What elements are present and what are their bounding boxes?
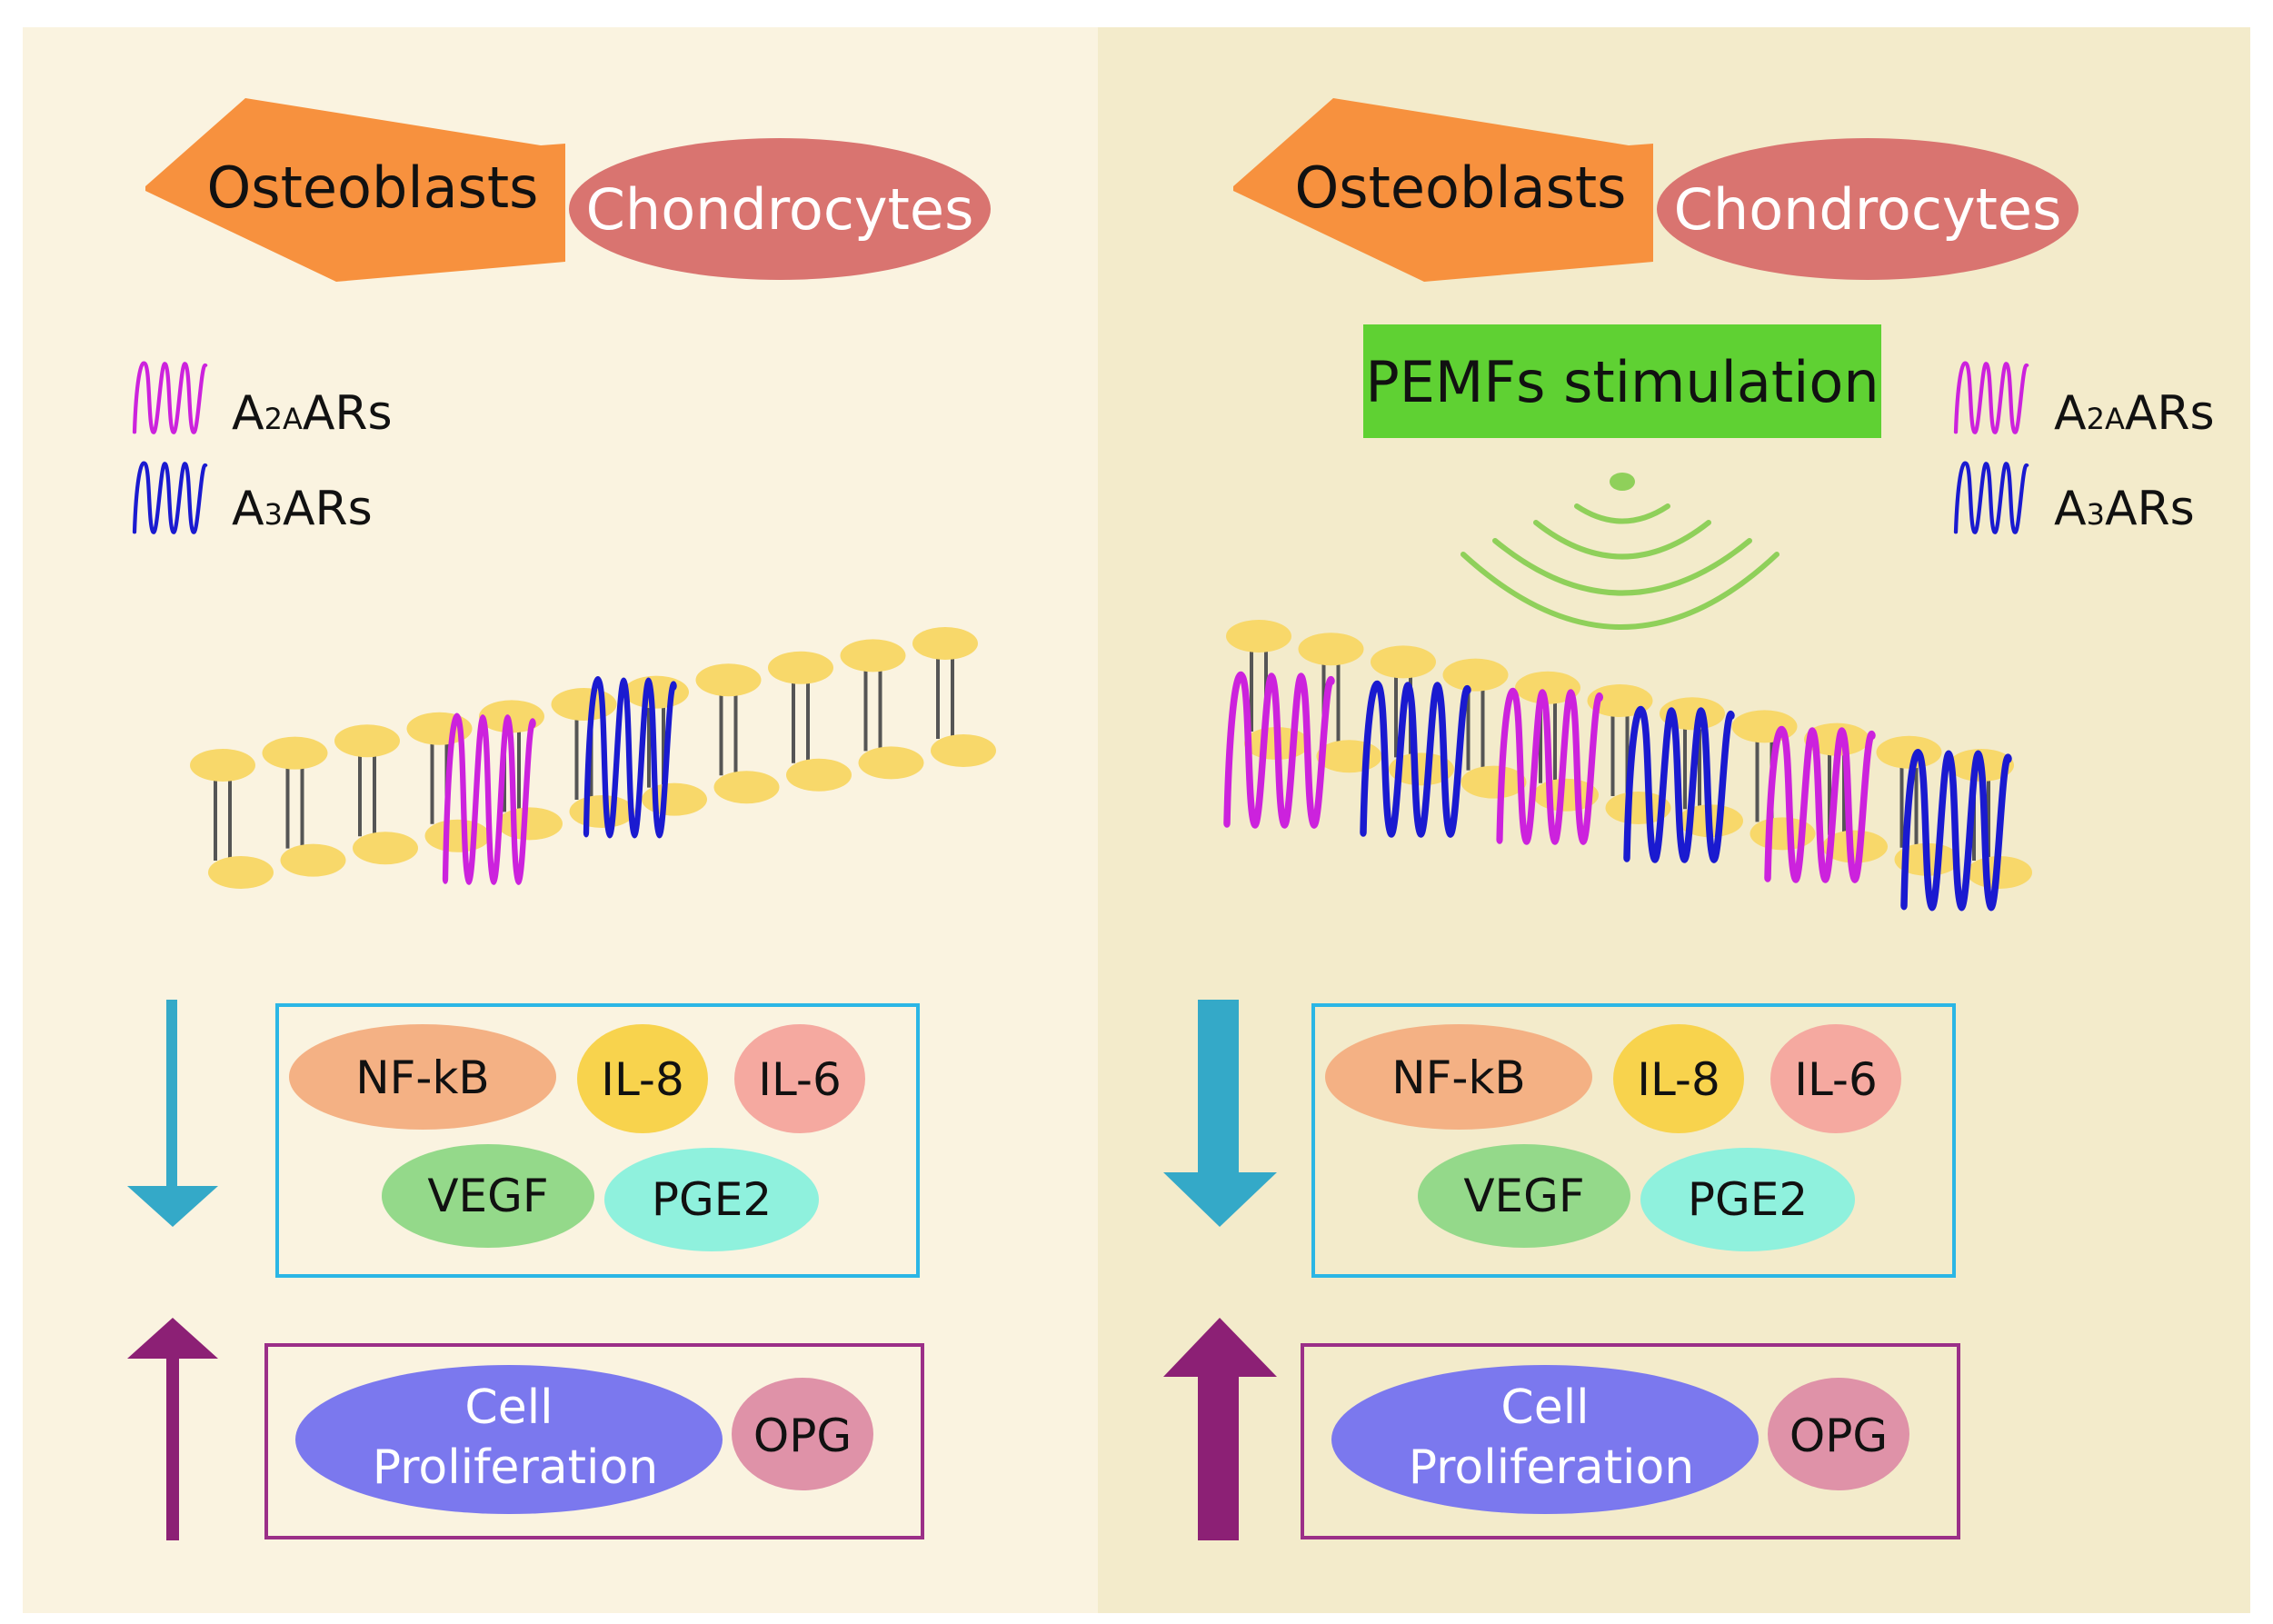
down-arrow (1163, 1000, 1277, 1227)
lipid-head (768, 651, 833, 684)
lipid-head (858, 746, 924, 780)
legend-a2a: A2AARs (1956, 363, 2215, 441)
lipid-head (569, 795, 635, 828)
lipid-head (190, 749, 255, 782)
opg-label: OPG (1789, 1410, 1888, 1462)
lipid-head (840, 639, 906, 673)
lipid-head (1226, 620, 1291, 653)
lipid-head (623, 675, 689, 709)
cell-proliferation-node (1331, 1365, 1759, 1514)
downregulated-box (275, 1003, 920, 1278)
osteoblasts-label: Osteoblasts (207, 154, 539, 221)
lipid-head (1298, 633, 1364, 666)
legend-a2a: A2AARs (135, 363, 393, 441)
il6-node (1770, 1024, 1901, 1133)
pemf-wave-icon (1461, 473, 1780, 630)
a3-legend-label: A3ARs (232, 482, 373, 536)
cell-proliferation-label-line2: Proliferation (373, 1440, 659, 1495)
osteoblast-shape (145, 98, 565, 282)
up-arrow (127, 1318, 218, 1540)
cell-proliferation-label-line1: Cell (464, 1380, 553, 1435)
chondrocytes-label: Chondrocytes (1674, 176, 2062, 243)
opg-label: OPG (753, 1410, 852, 1462)
il8-node (577, 1024, 708, 1133)
lipid-head (479, 700, 544, 733)
lipid-head (1587, 684, 1653, 717)
il6-label: IL-6 (758, 1053, 842, 1106)
lipid-head (912, 627, 978, 660)
opg-node (732, 1378, 873, 1490)
lipid-head (1822, 830, 1888, 863)
il6-node (734, 1024, 865, 1133)
lipid-head (208, 856, 274, 889)
a3-legend-label: A3ARs (2054, 482, 2195, 536)
nfkb-label: NF-kB (355, 1051, 489, 1104)
il6-label: IL-6 (1794, 1053, 1878, 1106)
upregulated-box (264, 1343, 924, 1539)
left-panel: Osteoblasts Chondrocytes A2AARs A3ARs (127, 98, 996, 1540)
lipid-head (642, 782, 707, 816)
chondrocyte-shape (1657, 138, 2079, 280)
a2a-legend-label: A2AARs (2054, 386, 2215, 441)
pge2-label: PGE2 (652, 1173, 772, 1226)
nfkb-label: NF-kB (1391, 1051, 1525, 1104)
vegf-label: VEGF (427, 1170, 548, 1222)
right-panel: Osteoblasts Chondrocytes PEMFs stimulati… (1163, 98, 2215, 1540)
lipid-head (695, 663, 762, 697)
lipid-head (1371, 645, 1436, 679)
cell-proliferation-label-line1: Cell (1500, 1380, 1589, 1435)
lipid-head (1876, 735, 1942, 769)
a2a-legend-label: A2AARs (232, 386, 393, 441)
up-arrow (1163, 1318, 1277, 1540)
legend-a3: A3ARs (135, 463, 373, 536)
osteoblasts-label: Osteoblasts (1295, 154, 1627, 221)
nfkb-node (1325, 1024, 1592, 1130)
lipid-head (334, 724, 400, 758)
right-panel-bg (1098, 27, 2250, 1613)
lipid-head (353, 832, 418, 865)
opg-node (1768, 1378, 1909, 1490)
nfkb-node (289, 1024, 556, 1130)
osteoblast-shape (1233, 98, 1653, 282)
vegf-label: VEGF (1463, 1170, 1584, 1222)
il8-label: IL-8 (1637, 1053, 1720, 1106)
il8-label: IL-8 (601, 1053, 684, 1106)
pemf-stimulation-box (1363, 324, 1881, 438)
lipid-head (931, 734, 996, 767)
lipid-head (424, 819, 491, 852)
vegf-node (382, 1144, 594, 1248)
vegf-node (1418, 1144, 1630, 1248)
chondrocyte-shape (569, 138, 991, 280)
lipid-head (1389, 752, 1454, 786)
lipid-head (1461, 765, 1527, 799)
lipid-head (1605, 792, 1671, 824)
pge2-node (1640, 1148, 1855, 1251)
pemf-stimulation-label: PEMFs stimulation (1365, 349, 1879, 415)
pge2-node (604, 1148, 819, 1251)
cell-proliferation-label-line2: Proliferation (1409, 1440, 1695, 1495)
upregulated-box (1301, 1343, 1960, 1539)
downregulated-box (1311, 1003, 1956, 1278)
pge2-label: PGE2 (1688, 1173, 1808, 1226)
il8-node (1613, 1024, 1744, 1133)
cell-proliferation-node (295, 1365, 723, 1514)
lipid-head (1515, 671, 1580, 704)
lipid-head (713, 771, 780, 804)
chondrocytes-label: Chondrocytes (586, 176, 974, 243)
lipid-head (262, 736, 328, 770)
legend-a3: A3ARs (1956, 463, 2195, 536)
lipid-head (786, 758, 852, 792)
lipid-head (1442, 658, 1509, 692)
lipid-head (551, 688, 617, 721)
lipid-head (497, 807, 563, 841)
lipid-head (280, 843, 346, 877)
down-arrow (127, 1000, 218, 1227)
